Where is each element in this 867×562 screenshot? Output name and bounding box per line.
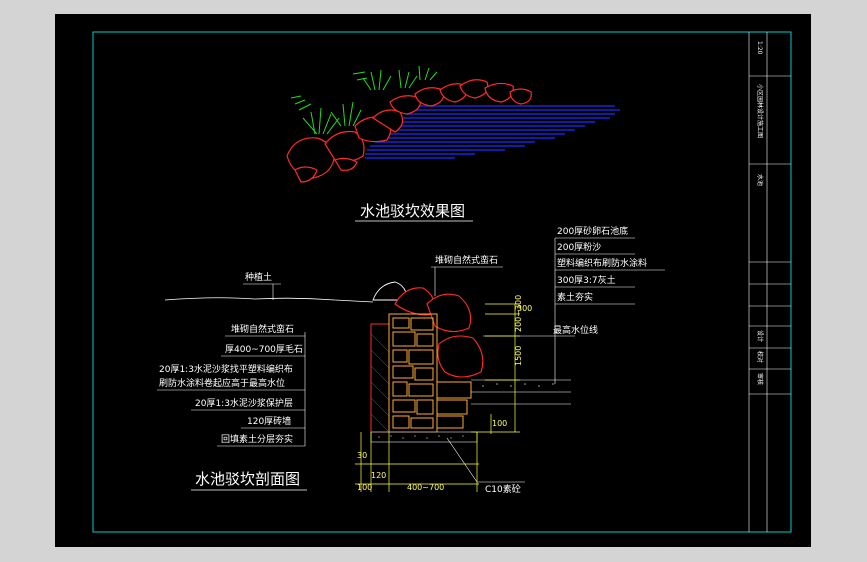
tb-approver: 审核 — [756, 373, 764, 385]
drawing-svg: 小区园林设计施工图 水池 1:20 设计 校对 审核 — [92, 31, 792, 533]
effect-title: 水池驳坎效果图 — [360, 202, 465, 220]
dim-120: 120 — [371, 471, 386, 480]
left-layer-1: 堆砌自然式蛮石 — [231, 323, 294, 335]
pond-bottom-layers — [471, 379, 571, 405]
left-layer-5: 20厚1:3水泥沙浆保护层 — [195, 397, 293, 409]
left-layer-2: 厚400~700厚毛石 — [225, 343, 303, 355]
right-layer-1: 200厚砂卵石池底 — [557, 225, 628, 237]
stone-top-label: 堆砌自然式蛮石 — [435, 254, 498, 266]
pond-effect-drawing: 水池驳坎效果图 — [286, 65, 620, 222]
tb-scale: 1:20 — [756, 41, 763, 55]
side-boulder — [437, 335, 484, 378]
water-level-label: 最高水位线 — [553, 324, 598, 336]
tb-designer: 设计 — [756, 330, 764, 342]
left-layer-3: 20厚1:3水泥沙浆找平塑料编织布 — [159, 363, 293, 375]
left-layer-6: 120厚砖墙 — [247, 415, 291, 427]
tb-drawing: 水池 — [756, 174, 764, 186]
right-layer-4: 300厚3:7灰土 — [557, 274, 616, 286]
plant-soil-label: 种植土 — [245, 271, 272, 283]
dim-300: 300 — [517, 304, 532, 313]
dim-100b: 100 — [357, 483, 372, 492]
right-layer-3: 塑料编织布刷防水涂料 — [557, 257, 647, 269]
right-layer-labels: 200厚砂卵石池底 200厚粉沙 塑料编织布刷防水涂料 300厚3:7灰土 素土… — [557, 225, 647, 303]
c10-label: C10素砼 — [485, 483, 521, 495]
drawing-canvas: 小区园林设计施工图 水池 1:20 设计 校对 审核 — [55, 14, 811, 547]
tb-project: 小区园林设计施工图 — [756, 84, 764, 138]
pond-section-drawing: 最高水位线 300 200~300 1500 100 30 120 100 40… — [157, 225, 665, 495]
left-layer-4: 刷防水涂料卷起应高于最高水位 — [159, 377, 285, 389]
dim-400-700: 400~700 — [407, 483, 444, 492]
drawing-frame — [92, 31, 792, 533]
water-lines — [365, 105, 620, 159]
brick-wall — [370, 323, 390, 433]
right-layer-2: 200厚粉沙 — [557, 241, 601, 253]
ground-line — [164, 297, 374, 303]
grass-tufts — [290, 65, 438, 135]
rocks — [286, 79, 532, 183]
left-layer-7: 回填素土分层夯实 — [221, 433, 293, 445]
section-title: 水池驳坎剖面图 — [195, 470, 300, 488]
left-layer-labels: 堆砌自然式蛮石 厚400~700厚毛石 20厚1:3水泥沙浆找平塑料编织布 刷防… — [159, 323, 303, 445]
right-layer-5: 素土夯实 — [557, 291, 593, 303]
title-block — [748, 32, 791, 532]
dim-1500: 1500 — [514, 346, 523, 366]
dim-30: 30 — [357, 451, 367, 460]
top-boulder-2 — [426, 293, 472, 333]
c10-concrete-base — [370, 431, 478, 443]
dim-100: 100 — [492, 419, 507, 428]
dim-200-300: 200~300 — [514, 295, 523, 332]
tb-checker: 校对 — [756, 351, 764, 363]
